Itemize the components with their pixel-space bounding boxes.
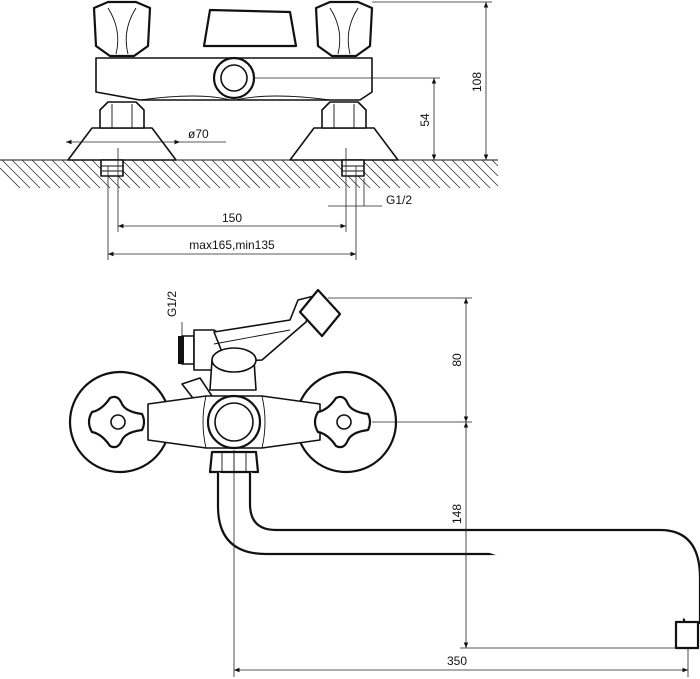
mixer-body xyxy=(95,56,373,101)
right-handle xyxy=(314,0,374,58)
dim-height-inlet-label: 54 xyxy=(418,113,432,127)
left-handle xyxy=(92,0,152,58)
right-eccentric xyxy=(341,148,365,196)
dim-height-lever: 80 xyxy=(328,297,472,423)
right-flange xyxy=(289,127,399,161)
dim-height-spout-label: 148 xyxy=(450,504,464,524)
dim-centers-range: max165,min135 xyxy=(107,166,357,260)
wall-hatching xyxy=(0,159,499,189)
side-view: G1/2 80 148 350 xyxy=(68,288,700,677)
right-nut xyxy=(321,101,367,129)
dim-flange-diameter-label: ø70 xyxy=(188,127,209,141)
left-eccentric xyxy=(100,148,124,196)
left-flange xyxy=(67,127,177,161)
dim-centers: 150 xyxy=(117,196,347,232)
lever xyxy=(202,8,298,48)
dim-flange-diameter: ø70 xyxy=(66,127,226,145)
dim-centers-label: 150 xyxy=(222,211,242,225)
dim-height-spout: 148 xyxy=(450,422,676,649)
dim-thread-inlet-label: G1/2 xyxy=(386,193,412,207)
side-body xyxy=(147,394,321,450)
left-cross-handle xyxy=(87,395,146,449)
spout-pipe xyxy=(216,472,700,650)
right-cross-handle xyxy=(313,395,372,449)
left-nut xyxy=(99,101,145,129)
dim-centers-range-label: max165,min135 xyxy=(189,238,275,252)
dim-height-inlet: 54 xyxy=(254,77,440,160)
dim-height-total-label: 108 xyxy=(470,72,484,92)
dim-thread-shower: G1/2 xyxy=(165,291,183,336)
dim-thread-shower-label: G1/2 xyxy=(165,291,179,317)
dim-reach-spout: 350 xyxy=(233,450,689,677)
dim-thread-inlet: G1/2 xyxy=(328,178,412,207)
dim-height-lever-label: 80 xyxy=(450,353,464,367)
dim-height-total: 108 xyxy=(372,1,492,160)
dim-reach-spout-label: 350 xyxy=(447,654,467,668)
front-view: 108 54 ø70 G1/2 150 xyxy=(0,0,499,260)
